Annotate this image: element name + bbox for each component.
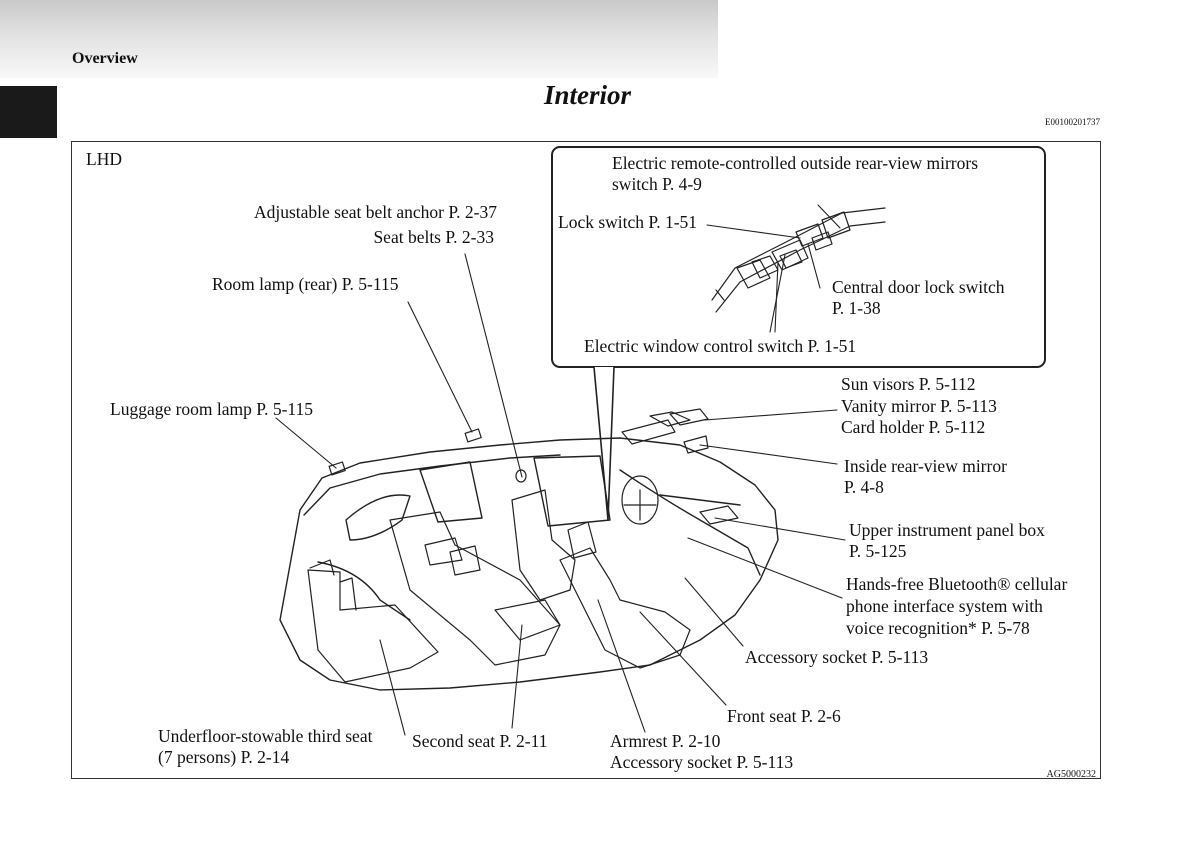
upper-box-shape	[699, 505, 739, 525]
callout-second-seat: Second seat P. 2-11	[412, 731, 548, 751]
callout-upper-box-line1: Upper instrument panel box	[849, 520, 1045, 540]
callout-luggage-lamp: Luggage room lamp P. 5-115	[110, 399, 314, 419]
small-components	[328, 408, 739, 525]
driver-seat-shape	[511, 489, 576, 601]
callout-inside-mirror-line2: P. 4-8	[844, 477, 884, 497]
callout-vanity-mirror: Vanity mirror P. 5-113	[841, 396, 997, 416]
callout-seat-belt-anchor: Adjustable seat belt anchor P. 2-37	[253, 202, 497, 222]
second-seat-shape	[389, 511, 561, 666]
callout-window-switch: Electric window control switch P. 1-51	[584, 336, 857, 356]
header-band	[0, 0, 718, 78]
switch-inset-box	[551, 146, 1046, 368]
diagram-frame	[71, 141, 1101, 779]
callout-front-seat: Front seat P. 2-6	[727, 706, 841, 726]
door-switch-panel	[711, 207, 886, 313]
luggage-lamp-shape	[328, 461, 346, 476]
callout-bluetooth-line1: Hands-free Bluetooth® cellular	[846, 574, 1068, 594]
callout-mirror-switch-line2: switch P. 4-9	[612, 174, 702, 194]
callout-inside-mirror-line1: Inside rear-view mirror	[844, 456, 1007, 476]
callout-seat-belts: Seat belts P. 2-33	[373, 227, 494, 247]
leader-lines	[275, 204, 846, 736]
reference-code: E00100201737	[1045, 117, 1100, 127]
callout-central-lock-line1: Central door lock switch	[832, 277, 1005, 297]
section-label: Overview	[72, 50, 138, 67]
callout-sun-visors: Sun visors P. 5-112	[841, 374, 976, 394]
callout-accessory-socket-front: Accessory socket P. 5-113	[745, 647, 929, 667]
third-seat-shape	[307, 569, 439, 683]
callout-card-holder: Card holder P. 5-112	[841, 417, 986, 437]
room-lamp-shape	[464, 428, 482, 443]
seats	[307, 475, 691, 683]
figure-code: AG5000232	[1046, 769, 1096, 780]
seat-belt-anchor-shape	[515, 469, 527, 483]
steering-side-label: LHD	[86, 149, 122, 169]
callout-accessory-socket-rear: Accessory socket P. 5-113	[610, 752, 794, 772]
car-outline	[279, 437, 779, 691]
sun-visor-shape	[621, 419, 676, 445]
steering-wheel	[621, 475, 659, 525]
callout-bluetooth-line2: phone interface system with	[846, 596, 1043, 616]
callout-third-seat-line2: (7 persons) P. 2-14	[158, 747, 290, 767]
callout-lock-switch: Lock switch P. 1-51	[558, 212, 698, 232]
inside-mirror-shape	[683, 435, 709, 454]
callout-armrest: Armrest P. 2-10	[610, 731, 721, 751]
page-tab-marker	[0, 86, 57, 138]
callout-third-seat-line1: Underfloor-stowable third seat	[158, 726, 373, 746]
callout-mirror-switch-line1: Electric remote-controlled outside rear-…	[612, 153, 979, 173]
front-seat-shape	[559, 547, 691, 669]
callout-central-lock-line2: P. 1-38	[832, 298, 881, 318]
inset-pointer	[593, 366, 615, 521]
callout-bluetooth-line3: voice recognition* P. 5-78	[846, 618, 1030, 638]
callout-room-lamp: Room lamp (rear) P. 5-115	[212, 274, 399, 294]
callout-upper-box-line2: P. 5-125	[849, 541, 907, 561]
page-title: Interior	[543, 80, 632, 110]
